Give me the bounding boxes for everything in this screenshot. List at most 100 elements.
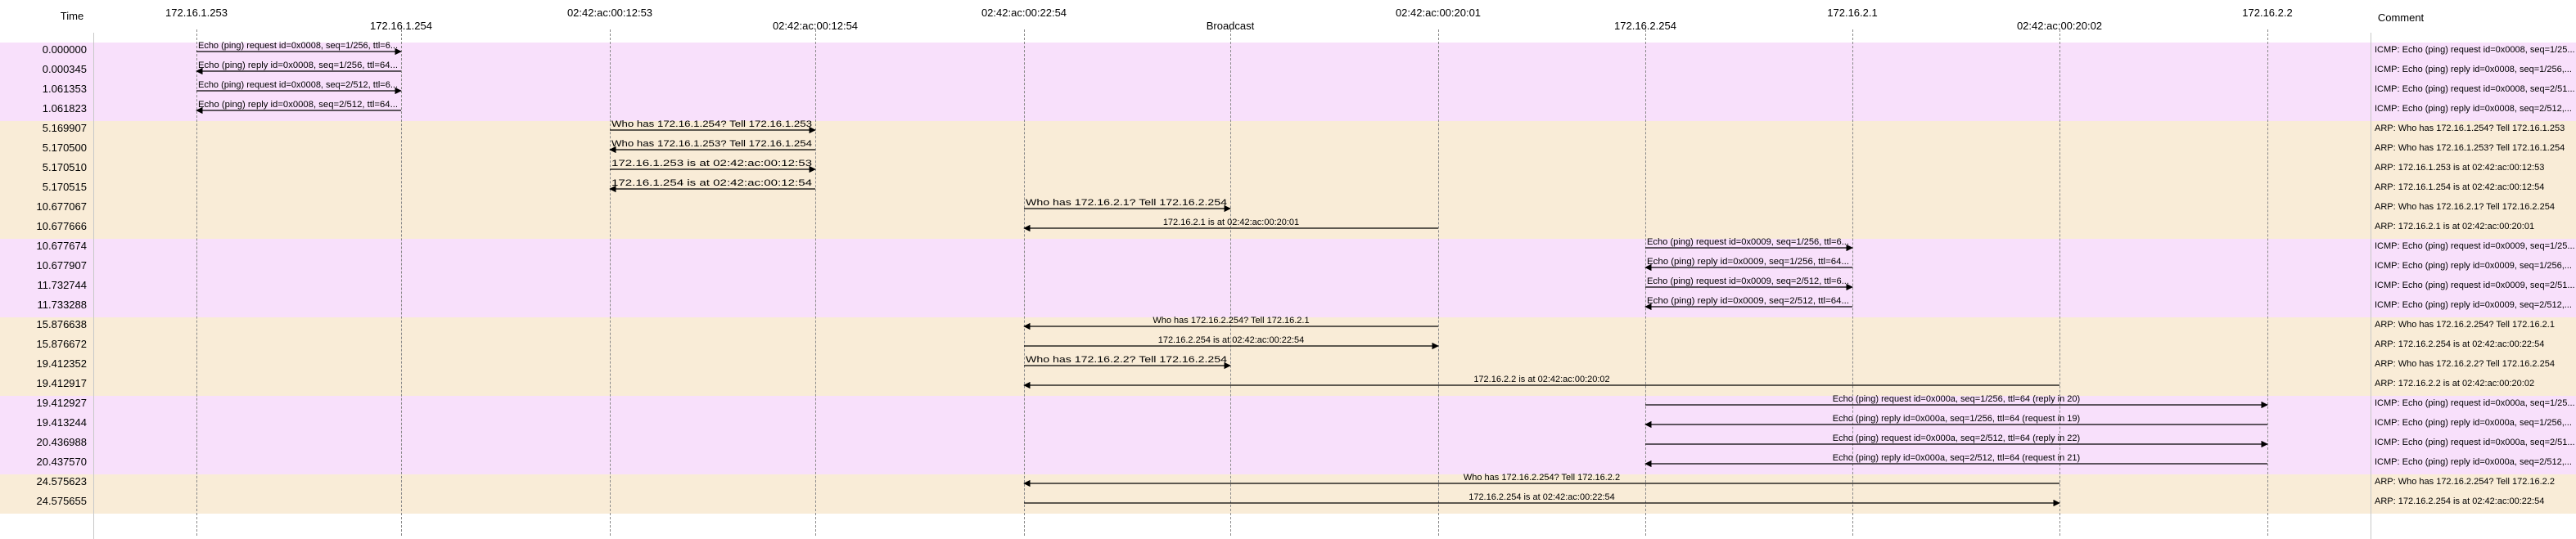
flow-arrow-label: Who has 172.16.1.253? Tell 172.16.1.254: [611, 139, 812, 149]
comment-cell: ICMP: Echo (ping) request id=0x000a, seq…: [2375, 438, 2575, 447]
flow-arrow-label: Echo (ping) reply id=0x0009, seq=1/256, …: [1647, 257, 1849, 267]
host-lifeline: [2267, 29, 2268, 536]
time-cell: 24.575623: [36, 475, 87, 487]
time-cell: 11.732744: [37, 279, 88, 291]
time-cell: 19.413244: [36, 416, 87, 429]
host-lifeline: [1024, 29, 1025, 536]
flow-arrow-label: 172.16.2.254 is at 02:42:ac:00:22:54: [1158, 335, 1305, 345]
flow-arrow-label: Echo (ping) request id=0x0009, seq=2/512…: [1647, 276, 1849, 286]
time-cell: 15.876638: [36, 318, 87, 330]
flow-arrow-label: Echo (ping) reply id=0x000a, seq=2/512, …: [1833, 453, 2080, 463]
time-cell: 20.436988: [36, 436, 87, 448]
time-cell: 10.677907: [36, 259, 87, 272]
time-cell: 0.000345: [42, 63, 87, 75]
time-cell: 20.437570: [36, 456, 87, 468]
host-lifeline: [1645, 29, 1646, 536]
comment-cell: ICMP: Echo (ping) reply id=0x000a, seq=1…: [2375, 418, 2572, 428]
time-column-header: Time: [60, 10, 84, 22]
comment-cell: ICMP: Echo (ping) request id=0x0008, seq…: [2375, 84, 2575, 94]
flow-arrow-label: Echo (ping) reply id=0x0008, seq=2/512, …: [198, 100, 398, 110]
host-header: 02:42:ac:00:12:53: [566, 7, 653, 19]
comment-cell: ARP: 172.16.1.254 is at 02:42:ac:00:12:5…: [2375, 182, 2545, 192]
time-cell: 19.412917: [36, 377, 87, 389]
time-cell: 10.677674: [36, 240, 87, 252]
flow-arrow-label: Echo (ping) reply id=0x000a, seq=1/256, …: [1833, 414, 2080, 424]
host-lifeline: [1438, 29, 1439, 536]
flow-arrow-label: Echo (ping) request id=0x0009, seq=1/256…: [1647, 237, 1849, 247]
host-lifeline: [196, 29, 197, 536]
comment-cell: ARP: 172.16.2.1 is at 02:42:ac:00:20:01: [2375, 222, 2535, 231]
host-header: 172.16.1.253: [165, 7, 228, 19]
host-lifeline: [610, 29, 611, 536]
flow-arrow-label: Echo (ping) request id=0x0008, seq=2/512…: [198, 80, 398, 90]
flow-arrow-label: Who has 172.16.2.254? Tell 172.16.2.1: [1153, 316, 1309, 326]
time-cell: 11.733288: [37, 299, 88, 311]
band-icmp: [0, 43, 2576, 121]
flow-arrow-label: Who has 172.16.2.1? Tell 172.16.2.254: [1026, 198, 1227, 208]
time-cell: 5.170500: [42, 141, 87, 154]
comment-cell: ICMP: Echo (ping) reply id=0x0009, seq=1…: [2375, 261, 2572, 271]
host-header: 172.16.2.1: [1827, 7, 1878, 19]
host-header: 172.16.2.254: [1614, 20, 1676, 32]
comment-cell: ARP: Who has 172.16.2.254? Tell 172.16.2…: [2375, 320, 2555, 330]
comment-cell: ARP: 172.16.2.254 is at 02:42:ac:00:22:5…: [2375, 496, 2545, 506]
time-cell: 19.412352: [36, 357, 87, 370]
host-lifeline: [815, 29, 816, 536]
time-cell: 15.876672: [36, 338, 87, 350]
host-header: 02:42:ac:00:12:54: [772, 20, 859, 32]
flow-arrow-label: 172.16.2.254 is at 02:42:ac:00:22:54: [1468, 492, 1615, 502]
comment-cell: ICMP: Echo (ping) reply id=0x0009, seq=2…: [2375, 300, 2572, 310]
host-header: Broadcast: [1206, 20, 1255, 32]
band-arp: [0, 317, 2576, 396]
flow-arrow-label: Echo (ping) reply id=0x0008, seq=1/256, …: [198, 61, 398, 70]
time-cell: 24.575655: [36, 495, 87, 507]
time-cell: 5.170515: [42, 181, 87, 193]
host-header: 172.16.2.2: [2242, 7, 2293, 19]
time-cell: 1.061353: [42, 83, 87, 95]
time-cell: 10.677067: [36, 200, 87, 213]
time-cell: 10.677666: [36, 220, 87, 232]
comment-cell: ARP: Who has 172.16.2.2? Tell 172.16.2.2…: [2375, 359, 2555, 369]
flow-arrow-label: Echo (ping) request id=0x000a, seq=2/512…: [1833, 433, 2080, 443]
comment-cell: ARP: 172.16.2.254 is at 02:42:ac:00:22:5…: [2375, 339, 2545, 349]
comment-cell: ARP: 172.16.1.253 is at 02:42:ac:00:12:5…: [2375, 163, 2545, 173]
comment-cell: ARP: Who has 172.16.2.254? Tell 172.16.2…: [2375, 477, 2555, 487]
column-separator: [93, 33, 94, 539]
time-cell: 19.412927: [36, 397, 87, 409]
band-icmp: [0, 239, 2576, 317]
host-lifeline: [1852, 29, 1853, 536]
flow-arrow-label: 172.16.2.2 is at 02:42:ac:00:20:02: [1473, 375, 1609, 384]
comment-cell: ICMP: Echo (ping) request id=0x0009, seq…: [2375, 241, 2575, 251]
comment-cell: ARP: Who has 172.16.1.253? Tell 172.16.1…: [2375, 143, 2565, 153]
host-header: 02:42:ac:00:20:01: [1395, 7, 1482, 19]
time-cell: 5.169907: [42, 122, 87, 134]
host-header: 02:42:ac:00:22:54: [981, 7, 1067, 19]
host-lifeline: [2059, 29, 2060, 536]
comment-cell: ARP: Who has 172.16.1.254? Tell 172.16.1…: [2375, 124, 2565, 133]
comment-cell: ARP: 172.16.2.2 is at 02:42:ac:00:20:02: [2375, 379, 2535, 389]
host-lifeline: [401, 29, 402, 536]
flow-arrow-label: Who has 172.16.2.254? Tell 172.16.2.2: [1464, 473, 1620, 483]
flow-arrow-label: Echo (ping) request id=0x000a, seq=1/256…: [1833, 394, 2080, 404]
flow-arrow-label: Echo (ping) reply id=0x0009, seq=2/512, …: [1647, 296, 1849, 306]
comment-cell: ICMP: Echo (ping) reply id=0x0008, seq=2…: [2375, 104, 2572, 114]
flow-arrow-label: 172.16.1.254 is at 02:42:ac:00:12:54: [611, 178, 812, 188]
flow-arrow-label: 172.16.2.1 is at 02:42:ac:00:20:01: [1163, 218, 1299, 227]
band-arp: [0, 474, 2576, 514]
time-cell: 5.170510: [42, 161, 87, 173]
flow-arrow-label: Who has 172.16.1.254? Tell 172.16.1.253: [611, 119, 812, 129]
comment-cell: ICMP: Echo (ping) reply id=0x000a, seq=2…: [2375, 457, 2572, 467]
time-cell: 0.000000: [42, 43, 87, 56]
band-icmp: [0, 396, 2576, 474]
flow-arrow-label: Echo (ping) request id=0x0008, seq=1/256…: [198, 41, 398, 51]
band-arp: [0, 121, 2576, 239]
comment-cell: ICMP: Echo (ping) request id=0x0008, seq…: [2375, 45, 2575, 55]
host-header: 02:42:ac:00:20:02: [2016, 20, 2103, 32]
comment-cell: ICMP: Echo (ping) request id=0x000a, seq…: [2375, 398, 2575, 408]
time-cell: 1.061823: [42, 102, 87, 115]
comment-cell: ARP: Who has 172.16.2.1? Tell 172.16.2.2…: [2375, 202, 2555, 212]
comment-cell: ICMP: Echo (ping) request id=0x0009, seq…: [2375, 281, 2575, 290]
host-header: 172.16.1.254: [370, 20, 432, 32]
